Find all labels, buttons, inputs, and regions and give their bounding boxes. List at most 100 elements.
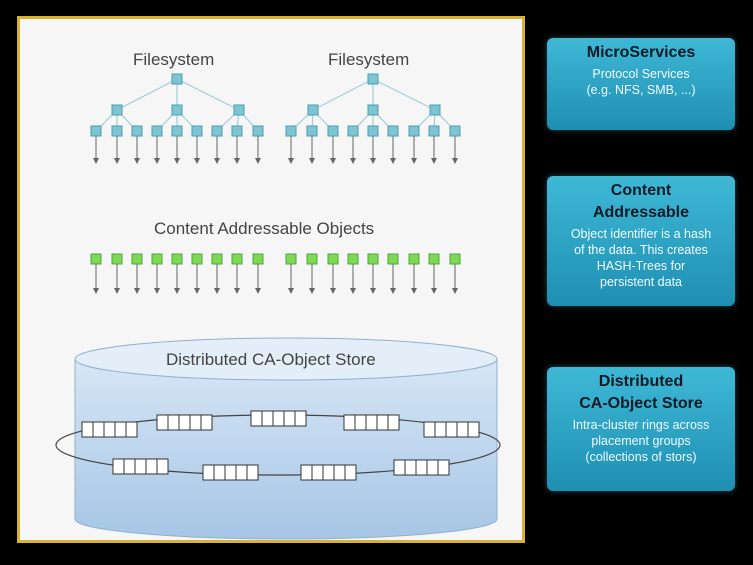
tree-leaf-node <box>306 125 318 137</box>
content-object-node <box>191 253 203 265</box>
tree-leaf-node <box>191 125 203 137</box>
store-cell <box>283 410 296 427</box>
store-cell <box>178 414 191 431</box>
store-cell <box>213 464 226 481</box>
tree-edge <box>312 78 374 111</box>
store-cell <box>376 414 389 431</box>
placement-group-block <box>343 414 400 431</box>
store-cell <box>235 464 248 481</box>
store-cell <box>167 414 180 431</box>
distributed-store-title: CA-Object Store <box>579 395 703 412</box>
placement-group-block <box>81 421 138 438</box>
object-store-cylinder <box>55 337 501 540</box>
distributed-store-title: Distributed <box>598 373 684 390</box>
store-cell <box>333 464 346 481</box>
content-object-node <box>252 253 264 265</box>
content-object-node <box>131 253 143 265</box>
cylinder-body <box>74 358 498 540</box>
objects-label: Content Addressable Objects <box>154 219 375 238</box>
distributed-store-box: Distributed CA-Object Store Intra-cluste… <box>547 367 735 491</box>
tree-root-node <box>171 73 183 85</box>
content-object-node <box>231 253 243 265</box>
store-cell <box>423 421 436 438</box>
content-objects-row <box>90 253 461 294</box>
placement-group-block <box>393 459 450 476</box>
store-cell <box>145 458 158 475</box>
content-object-node <box>306 253 318 265</box>
content-addressable-body-line: persistent data <box>600 275 682 289</box>
tree-edge <box>176 78 240 111</box>
store-cell <box>434 421 447 438</box>
store-cell <box>92 421 105 438</box>
tree-root-node <box>367 73 379 85</box>
content-addressable-box: Content Addressable Object identifier is… <box>547 176 735 306</box>
tree-leaf-node <box>231 125 243 137</box>
content-object-node <box>408 253 420 265</box>
tree-leaf-node <box>367 125 379 137</box>
tree-leaf-node <box>171 125 183 137</box>
store-cell <box>393 459 406 476</box>
content-addressable-body-line: HASH-Trees for <box>596 259 686 273</box>
content-addressable-title: Addressable <box>592 204 690 221</box>
tree-leaf-node <box>387 125 399 137</box>
store-cell <box>261 410 274 427</box>
store-cell <box>437 459 450 476</box>
microservices-title: MicroServices <box>586 44 696 61</box>
store-cell <box>426 459 439 476</box>
store-cell <box>200 414 213 431</box>
store-cell <box>415 459 428 476</box>
content-addressable-body-line: Object identifier is a hash <box>570 227 712 241</box>
content-object-node <box>111 253 123 265</box>
tree-leaf-node <box>151 125 163 137</box>
content-object-node <box>211 253 223 265</box>
content-object-node <box>90 253 102 265</box>
content-object-node <box>428 253 440 265</box>
tree-leaf-node <box>111 125 123 137</box>
content-addressable-body-line: of the data. This creates <box>574 243 708 257</box>
store-cell <box>103 421 116 438</box>
tree-inner-node <box>233 104 245 116</box>
diagram-panel: Filesystem Filesystem Content Addressabl… <box>17 16 525 543</box>
tree-leaf-node <box>252 125 264 137</box>
store-cell <box>300 464 313 481</box>
store-cell <box>294 410 307 427</box>
store-cell <box>156 458 169 475</box>
filesystem-label-right: Filesystem <box>328 50 410 69</box>
store-cell <box>456 421 469 438</box>
tree-edge <box>116 78 178 111</box>
distributed-store-body-line: (collections of stors) <box>585 450 697 464</box>
store-cell <box>134 458 147 475</box>
placement-groups <box>81 410 480 481</box>
tree-inner-node <box>367 104 379 116</box>
store-cell <box>81 421 94 438</box>
content-object-node <box>327 253 339 265</box>
store-label: Distributed CA-Object Store <box>166 350 376 369</box>
store-cell <box>189 414 202 431</box>
tree-inner-node <box>111 104 123 116</box>
store-cell <box>467 421 480 438</box>
distributed-store-body-line: Intra-cluster rings across <box>572 418 710 432</box>
tree-leaf-node <box>449 125 461 137</box>
placement-group-block <box>156 414 213 431</box>
cylinder-top <box>74 337 498 381</box>
tree-leaf-node <box>347 125 359 137</box>
filesystem-label-left: Filesystem <box>133 50 215 69</box>
content-object-node <box>449 253 461 265</box>
microservices-box: MicroServices Protocol Services (e.g. NF… <box>547 38 735 130</box>
placement-group-block <box>423 421 480 438</box>
content-object-node <box>171 253 183 265</box>
tree-leaf-node <box>327 125 339 137</box>
tree-leaf-node <box>90 125 102 137</box>
store-cell <box>445 421 458 438</box>
content-addressable-title: Content <box>610 182 672 199</box>
tree-leaf-node <box>285 125 297 137</box>
tree-leaf-node <box>131 125 143 137</box>
microservices-body-line: (e.g. NFS, SMB, ...) <box>586 83 696 97</box>
tree-leaf-node <box>428 125 440 137</box>
store-cell <box>322 464 335 481</box>
store-cell <box>224 464 237 481</box>
store-cell <box>202 464 215 481</box>
store-cell <box>246 464 259 481</box>
store-cell <box>156 414 169 431</box>
content-object-node <box>347 253 359 265</box>
